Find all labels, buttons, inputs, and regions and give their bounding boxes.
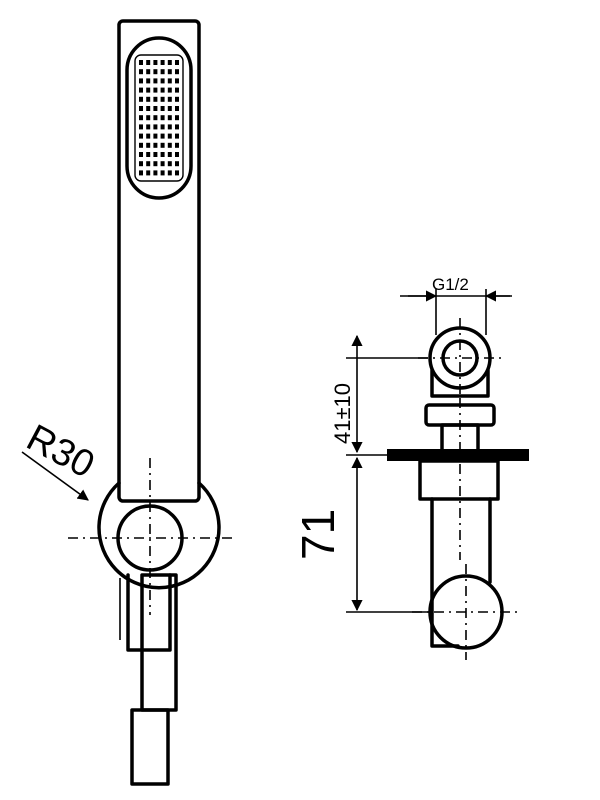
spray-nozzle	[146, 170, 151, 176]
spray-nozzle	[139, 152, 143, 157]
spray-nozzle	[175, 78, 179, 84]
spray-nozzle	[167, 115, 172, 121]
spray-nozzle	[153, 133, 158, 139]
collar	[430, 368, 490, 398]
spray-nozzle	[153, 152, 158, 157]
spray-nozzle	[153, 170, 158, 176]
spray-nozzle	[146, 142, 151, 148]
spray-nozzle	[167, 87, 172, 93]
spray-nozzle	[160, 115, 165, 121]
spray-nozzle	[139, 106, 143, 111]
hose-connector	[126, 573, 172, 652]
spray-nozzle	[153, 142, 158, 148]
spray-nozzle	[146, 78, 151, 84]
spray-nozzle	[153, 78, 158, 84]
spray-nozzle	[146, 60, 151, 65]
spray-nozzle	[139, 133, 143, 139]
spray-nozzle	[153, 124, 158, 130]
spray-nozzle	[167, 96, 172, 102]
depth-label: 71	[292, 509, 344, 560]
height-adjust-label: 41±10	[330, 383, 355, 444]
spray-nozzle	[139, 170, 143, 176]
spray-nozzle	[153, 115, 158, 121]
spray-nozzle	[153, 161, 158, 167]
spray-nozzle	[146, 124, 151, 130]
spray-nozzle	[167, 161, 172, 167]
spray-nozzle	[175, 96, 179, 102]
spray-nozzle	[139, 161, 143, 167]
spray-nozzle	[167, 152, 172, 157]
spray-nozzle	[146, 161, 151, 167]
spray-nozzle	[167, 78, 172, 84]
spray-nozzle	[139, 115, 143, 121]
spray-nozzle	[153, 96, 158, 102]
spray-nozzle	[153, 106, 158, 111]
spray-nozzle	[175, 69, 179, 75]
spray-nozzle	[167, 170, 172, 176]
spray-nozzle	[146, 87, 151, 93]
spray-nozzle	[160, 170, 165, 176]
spray-nozzle	[160, 124, 165, 130]
spray-nozzle	[160, 78, 165, 84]
spray-nozzle	[160, 161, 165, 167]
spray-nozzle	[175, 170, 179, 176]
spray-nozzle	[160, 96, 165, 102]
wall-outlet-view: G1/2 41±10 71	[292, 275, 529, 660]
spray-nozzle	[146, 106, 151, 111]
spray-nozzle	[146, 69, 151, 75]
spray-nozzle	[175, 142, 179, 148]
wall-bracket-disc	[97, 481, 221, 590]
spray-nozzle	[167, 60, 172, 65]
spray-nozzle	[167, 106, 172, 111]
spray-nozzle	[139, 87, 143, 93]
spray-nozzle	[175, 115, 179, 121]
spray-nozzle	[146, 152, 151, 157]
spray-nozzle-grid	[134, 54, 184, 182]
spray-nozzle	[175, 106, 179, 111]
spray-nozzle	[139, 124, 143, 130]
thread-label: G1/2	[432, 275, 469, 294]
radius-label: R30	[20, 417, 101, 487]
spray-face-outline	[125, 36, 193, 200]
spray-nozzle	[167, 69, 172, 75]
spray-nozzle	[167, 133, 172, 139]
spray-nozzle	[139, 142, 143, 148]
spray-nozzle	[167, 124, 172, 130]
spray-nozzle	[153, 69, 158, 75]
outlet-body-collar	[418, 459, 500, 501]
spray-nozzle	[175, 152, 179, 157]
spray-nozzle	[160, 106, 165, 111]
spray-nozzle	[167, 142, 172, 148]
spray-nozzle	[160, 133, 165, 139]
wall-plate	[387, 449, 529, 461]
spray-nozzle	[160, 87, 165, 93]
spray-nozzle	[175, 60, 179, 65]
spray-nozzle	[153, 87, 158, 93]
spray-nozzles	[139, 60, 179, 176]
spray-nozzle	[160, 152, 165, 157]
spray-nozzle	[146, 133, 151, 139]
spray-nozzle	[139, 96, 143, 102]
spray-nozzle	[139, 69, 143, 75]
hose	[130, 708, 170, 786]
shower-handle-body	[117, 19, 201, 503]
spray-nozzle	[160, 69, 165, 75]
spray-nozzle	[139, 78, 143, 84]
spray-nozzle	[175, 124, 179, 130]
spray-nozzle	[160, 60, 165, 65]
spray-nozzle	[175, 87, 179, 93]
spray-nozzle	[139, 60, 143, 65]
hand-shower-view: R30	[20, 19, 232, 786]
spray-nozzle	[160, 142, 165, 148]
spray-nozzle	[175, 133, 179, 139]
spray-nozzle	[175, 161, 179, 167]
outlet-body	[430, 497, 460, 648]
radius-leader	[21, 451, 89, 501]
spray-nozzle	[146, 115, 151, 121]
spray-nozzle	[153, 60, 158, 65]
spray-nozzle	[146, 96, 151, 102]
